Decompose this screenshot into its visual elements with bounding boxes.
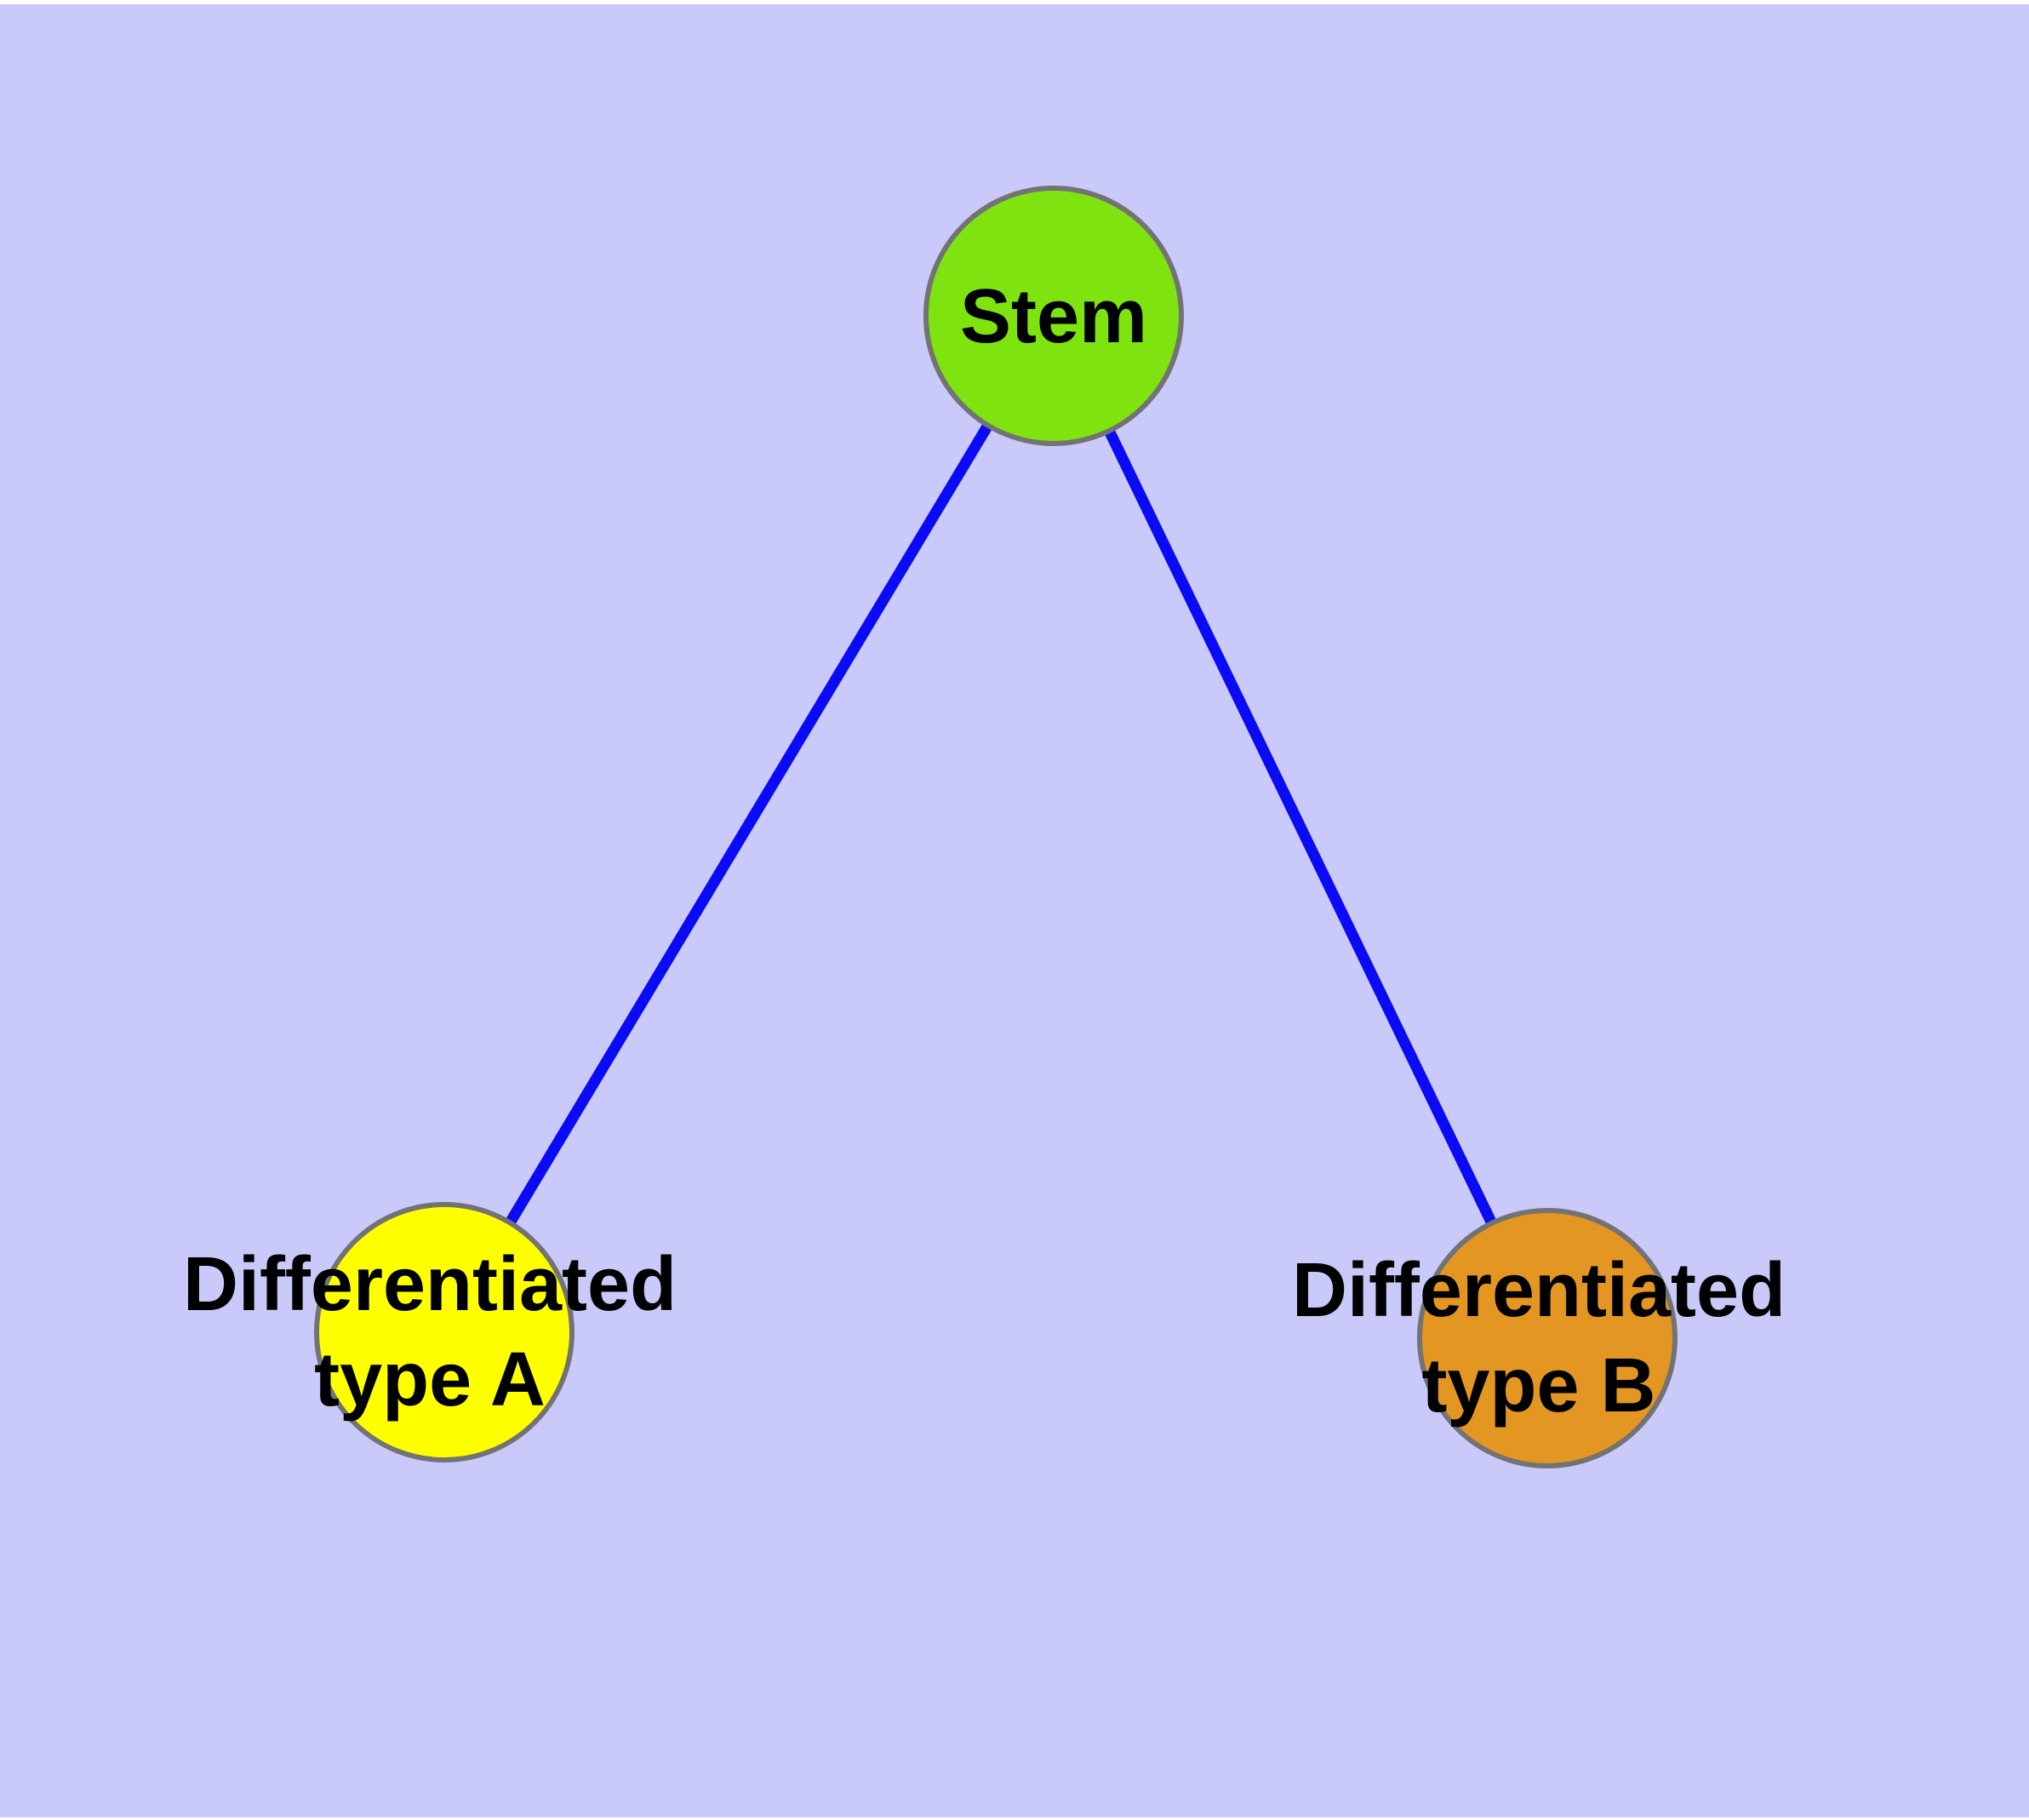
node-stem-label: Stem <box>959 274 1148 359</box>
node-type-a-label: Differentiated type A <box>183 1237 677 1428</box>
node-type-b-label-line2: type B <box>1421 1343 1656 1428</box>
node-stem <box>923 186 1184 446</box>
node-type-a-label-line2: type A <box>314 1337 546 1422</box>
node-differentiated-type-b <box>1417 1208 1677 1468</box>
node-differentiated-type-a <box>314 1202 574 1462</box>
node-type-b-label: Differentiated type B <box>1292 1243 1786 1434</box>
edge-stem-to-type-a <box>439 312 1059 1336</box>
edge-stem-to-type-b <box>1049 313 1552 1341</box>
node-type-a-label-line1: Differentiated <box>182 1242 677 1327</box>
node-type-b-label-line1: Differentiated <box>1291 1248 1786 1333</box>
